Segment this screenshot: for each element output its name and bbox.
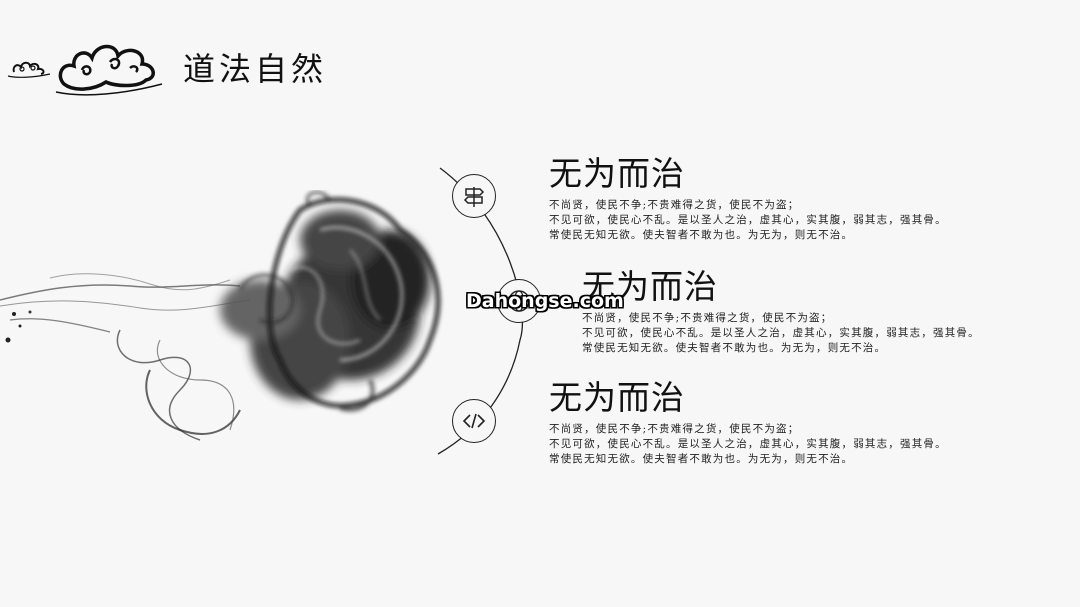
content-item: 无为而治 不尚贤，使民不争;不贵难得之货，使民不为盗； 不见可欲，使民心不乱。是… (549, 376, 947, 467)
item-line: 不尚贤，使民不争;不贵难得之货，使民不为盗； (582, 312, 833, 324)
cloud-large-icon (55, 44, 163, 96)
ink-smoke-illustration (0, 190, 441, 441)
item-line: 不见可欲，使民心不乱。是以圣人之治，虚其心，实其腹，弱其志，强其骨。 (549, 214, 947, 226)
code-icon (452, 399, 496, 443)
watermark-text: Dahongse.com (466, 290, 624, 312)
signpost-icon (452, 174, 496, 218)
item-body: 不尚贤，使民不争;不贵难得之货，使民不为盗； 不见可欲，使民心不乱。是以圣人之治… (549, 198, 947, 243)
item-line: 常使民无知无欲。使夫智者不敢为也。为无为，则无不治。 (549, 453, 854, 465)
content-item: 无为而治 不尚贤，使民不争;不贵难得之货，使民不为盗； 不见可欲，使民心不乱。是… (549, 152, 947, 243)
item-line: 不尚贤，使民不争;不贵难得之货，使民不为盗； (549, 199, 800, 211)
item-heading: 无为而治 (549, 378, 685, 417)
item-line: 常使民无知无欲。使夫智者不敢为也。为无为，则无不治。 (549, 229, 854, 241)
globe-icon (497, 279, 541, 323)
item-line: 不见可欲，使民心不乱。是以圣人之治，虚其心，实其腹，弱其志，强其骨。 (582, 327, 980, 339)
item-heading: 无为而治 (549, 154, 685, 193)
item-line: 不尚贤，使民不争;不贵难得之货，使民不为盗； (549, 423, 800, 435)
content-item: 无为而治 不尚贤，使民不争;不贵难得之货，使民不为盗； 不见可欲，使民心不乱。是… (582, 265, 980, 356)
item-body: 不尚贤，使民不争;不贵难得之货，使民不为盗； 不见可欲，使民心不乱。是以圣人之治… (582, 311, 980, 356)
item-line: 常使民无知无欲。使夫智者不敢为也。为无为，则无不治。 (582, 342, 887, 354)
slide-title: 道法自然 (183, 50, 328, 88)
cloud-small-icon (7, 61, 51, 78)
item-body: 不尚贤，使民不争;不贵难得之货，使民不为盗； 不见可欲，使民心不乱。是以圣人之治… (549, 422, 947, 467)
item-heading: 无为而治 (582, 267, 718, 306)
item-line: 不见可欲，使民心不乱。是以圣人之治，虚其心，实其腹，弱其志，强其骨。 (549, 438, 947, 450)
